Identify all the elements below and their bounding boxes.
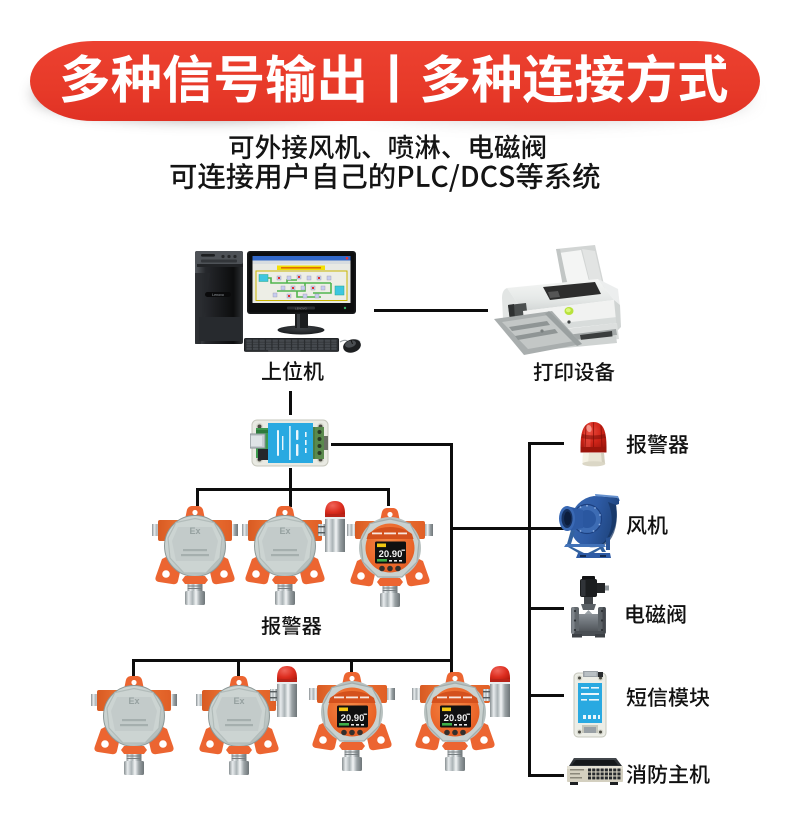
svg-text:Ex: Ex <box>128 696 139 706</box>
svg-text:Ex: Ex <box>189 526 200 536</box>
svg-text:LENOVO: LENOVO <box>295 306 307 310</box>
svg-text:Ex: Ex <box>233 696 244 706</box>
svg-text:Ex: Ex <box>279 526 290 536</box>
svg-text:Lenovo: Lenovo <box>212 293 224 297</box>
